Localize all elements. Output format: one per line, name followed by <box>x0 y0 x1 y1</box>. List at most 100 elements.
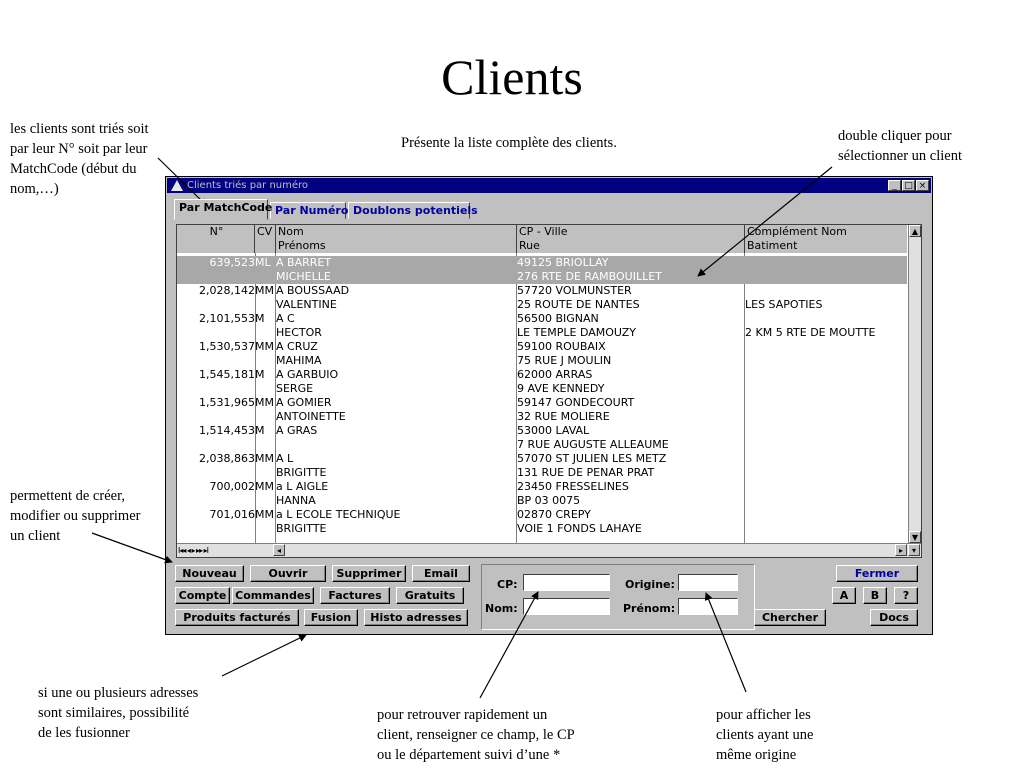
commandes-button[interactable]: Commandes <box>232 587 314 604</box>
cp-label: CP: <box>497 578 518 591</box>
cell-nom-line: BRIGITTE <box>276 522 327 535</box>
cell-cp-ville-line: 49125 BRIOLLAY <box>517 256 609 269</box>
email-button[interactable]: Email <box>412 565 470 582</box>
cell-cv: MM <box>255 284 275 312</box>
help-button[interactable]: ? <box>894 587 918 604</box>
a-button[interactable]: A <box>832 587 856 604</box>
nouveau-button[interactable]: Nouveau <box>175 565 244 582</box>
cp-input[interactable] <box>523 574 610 591</box>
header-nom[interactable]: Nom Prénoms <box>276 225 517 253</box>
note-line: si une ou plusieurs adresses <box>38 685 199 701</box>
cell-complement-line <box>745 368 905 382</box>
tab-doublons[interactable]: Doublons potentiels <box>348 202 478 219</box>
cell-complement <box>745 396 905 424</box>
note-line: client, renseigner ce champ, le CP <box>377 727 575 743</box>
compte-button[interactable]: Compte <box>175 587 230 604</box>
produits-factures-button[interactable]: Produits facturés <box>175 609 299 626</box>
cell-nom-line: A GOMIER <box>276 396 332 409</box>
cell-cp-ville-line: 57720 VOLMUNSTER <box>517 284 632 297</box>
header-complement[interactable]: Complément Nom Batiment <box>745 225 907 253</box>
record-nav-icons[interactable]: I◂◂ ◂ ▸ ▸▸ ▸I <box>178 546 209 555</box>
horizontal-scrollbar[interactable]: I◂◂ ◂ ▸ ▸▸ ▸I ◂ ▸ ▾ <box>177 543 921 557</box>
maximize-button[interactable]: □ <box>902 180 915 191</box>
vertical-scrollbar[interactable]: ▲ ▼ <box>908 225 921 543</box>
cell-nom-line: MAHIMA <box>276 354 322 367</box>
header-no[interactable]: N° <box>177 225 255 253</box>
fermer-button[interactable]: Fermer <box>836 565 918 582</box>
cell-complement-line <box>745 284 905 298</box>
search-panel: CP: Origine: Nom: Prénom: <box>481 564 755 630</box>
fusion-button[interactable]: Fusion <box>304 609 358 626</box>
cell-cp-ville-line: 25 ROUTE DE NANTES <box>517 298 640 311</box>
note-line: permettent de créer, <box>10 488 125 504</box>
cell-nom-line: A L <box>276 452 294 465</box>
cell-cv: M <box>255 368 275 396</box>
cell-cp-ville-line: 62000 ARRAS <box>517 368 593 381</box>
scroll-down-icon[interactable]: ▼ <box>909 531 921 543</box>
cell-no: 2,028,142 <box>177 284 255 312</box>
scroll-left-icon[interactable]: ◂ <box>273 544 285 556</box>
note-line: clients ayant une <box>716 727 814 743</box>
cell-complement-line <box>745 410 905 424</box>
supprimer-button[interactable]: Supprimer <box>332 565 406 582</box>
clients-table[interactable]: N° CV Nom Prénoms CP - Ville Rue Complém… <box>176 224 922 558</box>
header-cp[interactable]: CP - Ville Rue <box>517 225 745 253</box>
factures-button[interactable]: Factures <box>320 587 390 604</box>
ouvrir-button[interactable]: Ouvrir <box>250 565 326 582</box>
window-titlebar[interactable]: Clients triés par numéro _ □ × <box>167 178 931 193</box>
cell-nom: A GRAS <box>276 424 516 452</box>
cell-complement-line <box>745 466 905 480</box>
scroll-corner-icon[interactable]: ▾ <box>908 544 920 556</box>
cell-no: 1,530,537 <box>177 340 255 368</box>
close-button[interactable]: × <box>916 180 929 191</box>
cell-complement-line <box>745 270 905 284</box>
scroll-up-icon[interactable]: ▲ <box>909 225 921 237</box>
cell-no-line: 1,531,965 <box>199 396 255 409</box>
gratuits-button[interactable]: Gratuits <box>396 587 464 604</box>
cell-cv: ML <box>255 256 275 284</box>
cell-cv-line: MM <box>255 284 274 297</box>
note-line: de les fusionner <box>38 725 130 741</box>
note-line: nom,…) <box>10 181 59 197</box>
note-line: un client <box>10 528 61 544</box>
cell-cp-ville-line: 75 RUE J MOULIN <box>517 354 612 367</box>
note-sorting: les clients sont triés soit par leur N° … <box>10 119 149 199</box>
origine-input[interactable] <box>678 574 738 591</box>
minimize-button[interactable]: _ <box>888 180 901 191</box>
arrow-merge <box>221 634 307 677</box>
cell-no: 639,523 <box>177 256 256 284</box>
b-button[interactable]: B <box>863 587 887 604</box>
header-cv[interactable]: CV <box>255 225 276 253</box>
cell-no-line: 2,038,863 <box>199 452 255 465</box>
cell-complement: 2 KM 5 RTE DE MOUTTE <box>745 312 905 340</box>
cell-cv-line: MM <box>255 452 274 465</box>
cell-complement <box>745 424 905 452</box>
docs-button[interactable]: Docs <box>870 609 918 626</box>
cell-complement-line <box>745 312 905 326</box>
prenom-input[interactable] <box>678 598 738 615</box>
note-line: sont similaires, possibilité <box>38 705 190 721</box>
cell-cv-line: MM <box>255 508 274 521</box>
header-rue-line: Rue <box>519 239 540 252</box>
chercher-button[interactable]: Chercher <box>754 609 826 626</box>
scroll-right-icon[interactable]: ▸ <box>895 544 907 556</box>
histo-adresses-button[interactable]: Histo adresses <box>364 609 468 626</box>
cell-complement-line <box>745 480 905 494</box>
nom-input[interactable] <box>523 598 610 615</box>
tab-matchcode[interactable]: Par MatchCode <box>174 199 272 220</box>
cell-nom-line: HANNA <box>276 494 316 507</box>
tab-numero[interactable]: Par Numéro <box>270 202 348 219</box>
